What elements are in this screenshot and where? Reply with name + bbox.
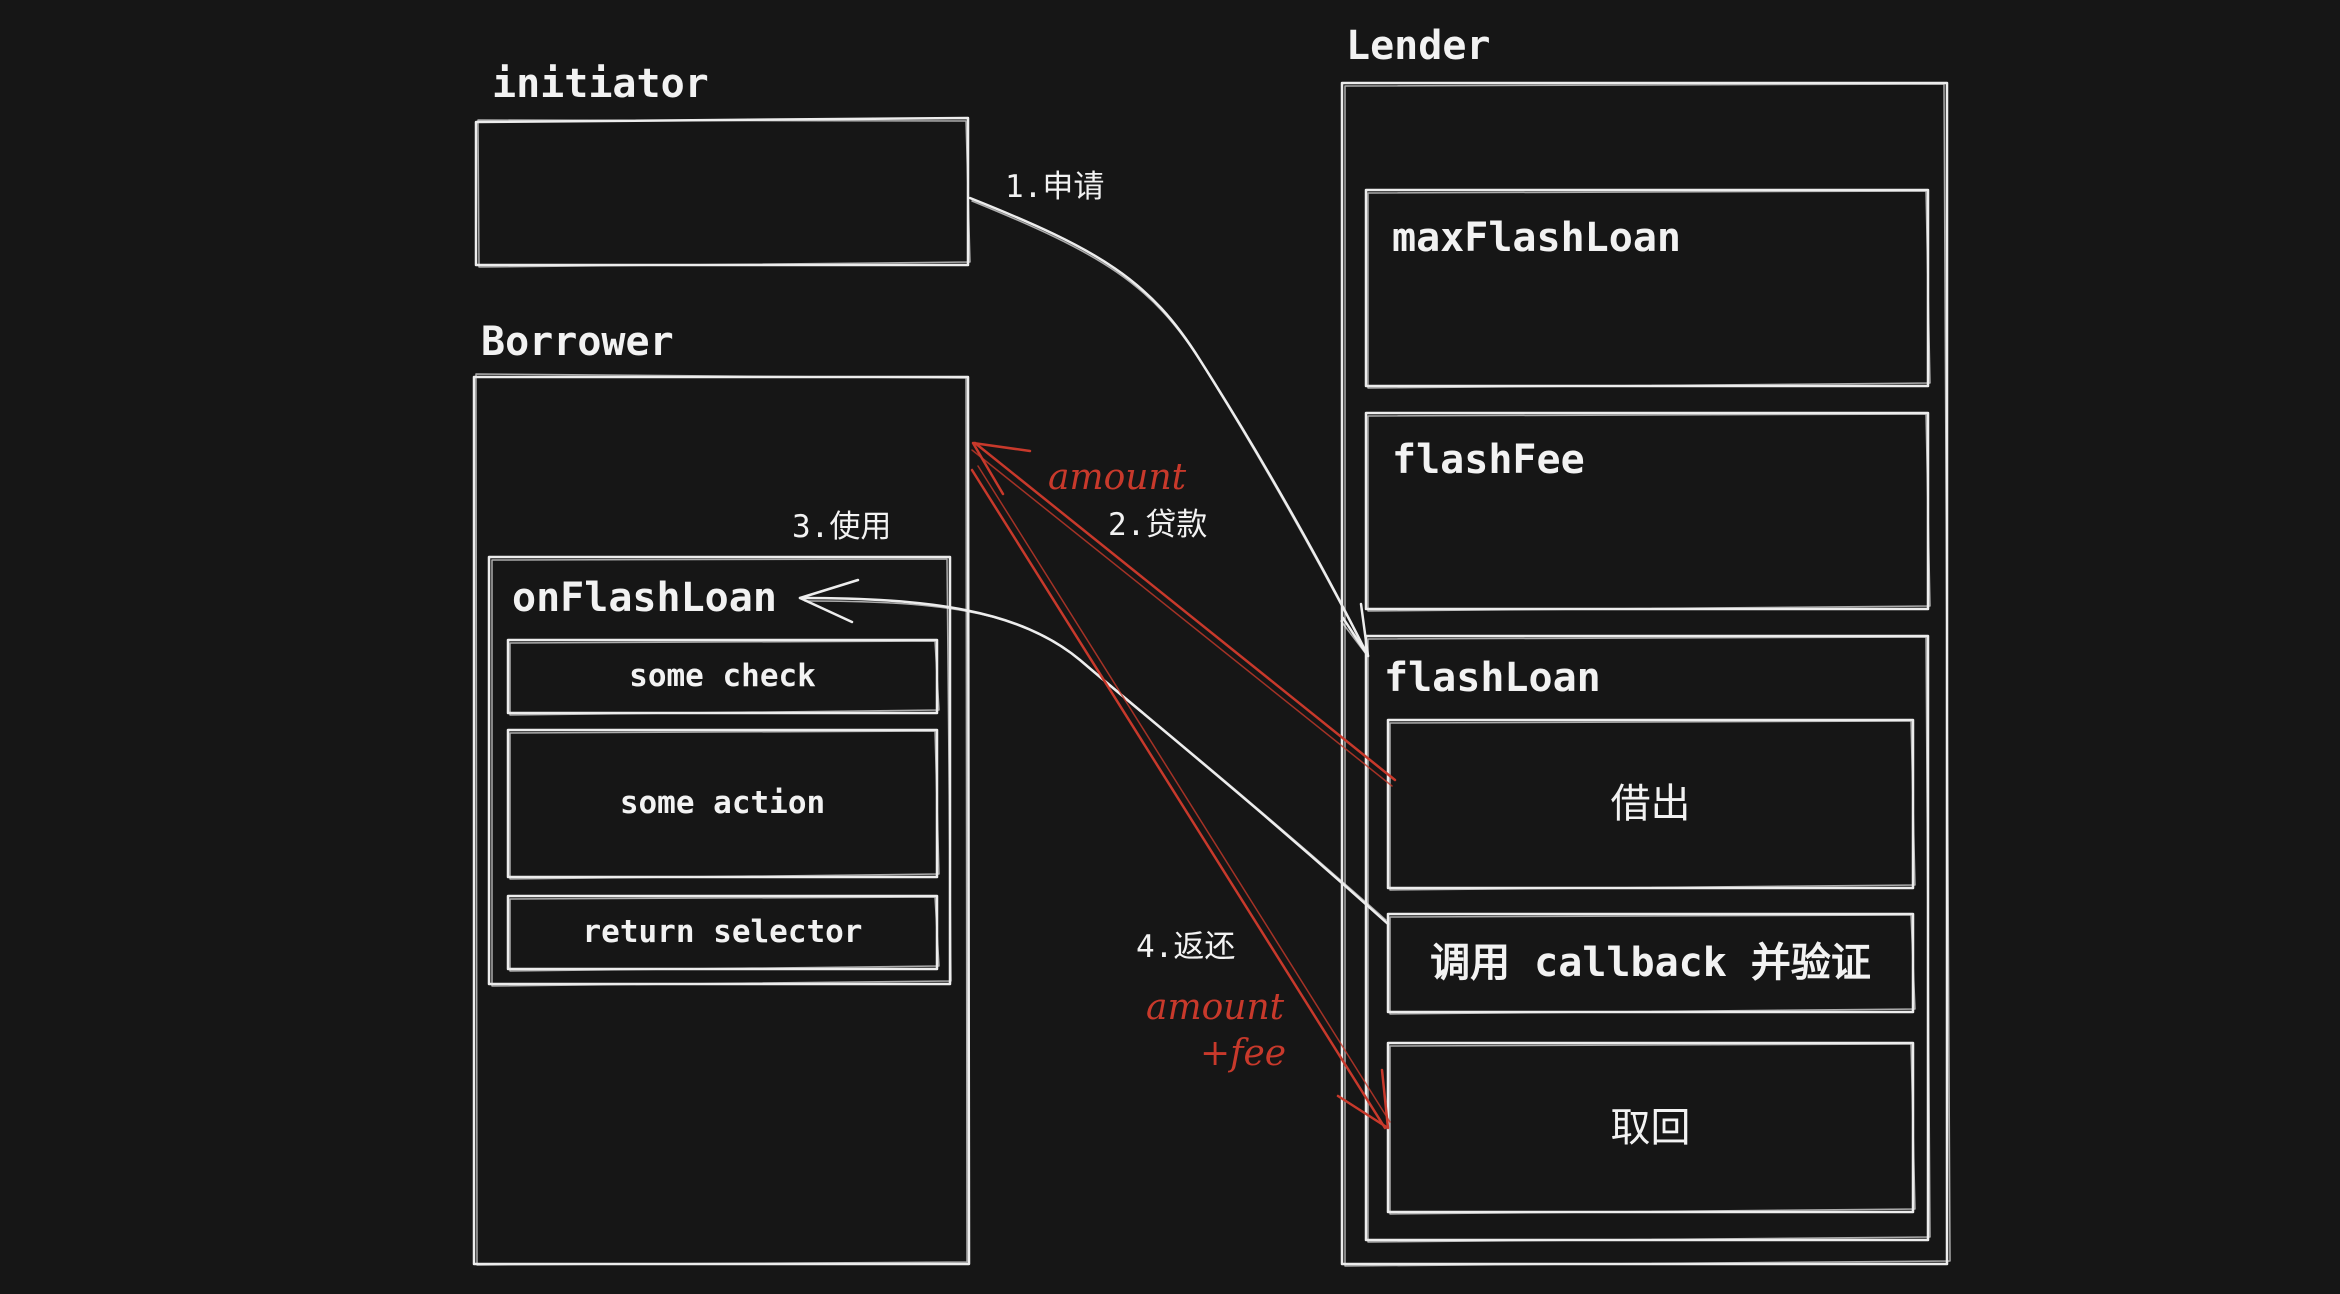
- lend-out-label: 借出: [1610, 781, 1691, 827]
- some-check-box: [506, 638, 939, 715]
- some-check-label: some check: [629, 658, 816, 694]
- lender-box: [1340, 81, 1949, 1266]
- initiator-box: [474, 116, 970, 267]
- some-action-box: [506, 728, 939, 879]
- loan-step-label: 2.贷款: [1108, 507, 1208, 543]
- return-step-label: 4.返还: [1136, 929, 1236, 965]
- use-step-label: 3.使用: [792, 509, 892, 545]
- max-flash-loan-title: maxFlashLoan: [1392, 215, 1681, 261]
- callback-box: [1386, 912, 1915, 1014]
- apply-arrow: [968, 196, 1370, 658]
- max-flash-loan-box: [1364, 188, 1930, 388]
- some-action-label: some action: [619, 785, 826, 821]
- lend-out-box: [1386, 718, 1915, 890]
- amount-annotation: amount: [1048, 457, 1187, 498]
- take-back-label: 取回: [1610, 1104, 1691, 1151]
- loan-arrow: [973, 441, 1397, 782]
- on-flash-loan-box: [487, 555, 952, 986]
- flash-loan-box: [1364, 634, 1930, 1242]
- borrower-title: Borrower: [481, 319, 674, 365]
- initiator-title: initiator: [492, 61, 709, 107]
- take-back-box: [1386, 1041, 1915, 1214]
- apply-step-label: 1.申请: [1005, 169, 1105, 205]
- return-selector-label: return selector: [582, 914, 863, 950]
- amount-fee-annotation-line1: amount: [1146, 987, 1285, 1028]
- return-arrow: [970, 468, 1387, 1130]
- flash-loan-title: flashLoan: [1384, 655, 1601, 701]
- flash-fee-box: [1364, 411, 1930, 611]
- return-selector-box: [506, 894, 939, 971]
- callback-label: 调用 callback 并验证: [1430, 940, 1871, 986]
- flash-fee-title: flashFee: [1392, 437, 1585, 483]
- on-flash-loan-title: onFlashLoan: [512, 575, 777, 621]
- amount-fee-annotation-line2: +fee: [1200, 1033, 1287, 1074]
- lender-title: Lender: [1346, 23, 1491, 69]
